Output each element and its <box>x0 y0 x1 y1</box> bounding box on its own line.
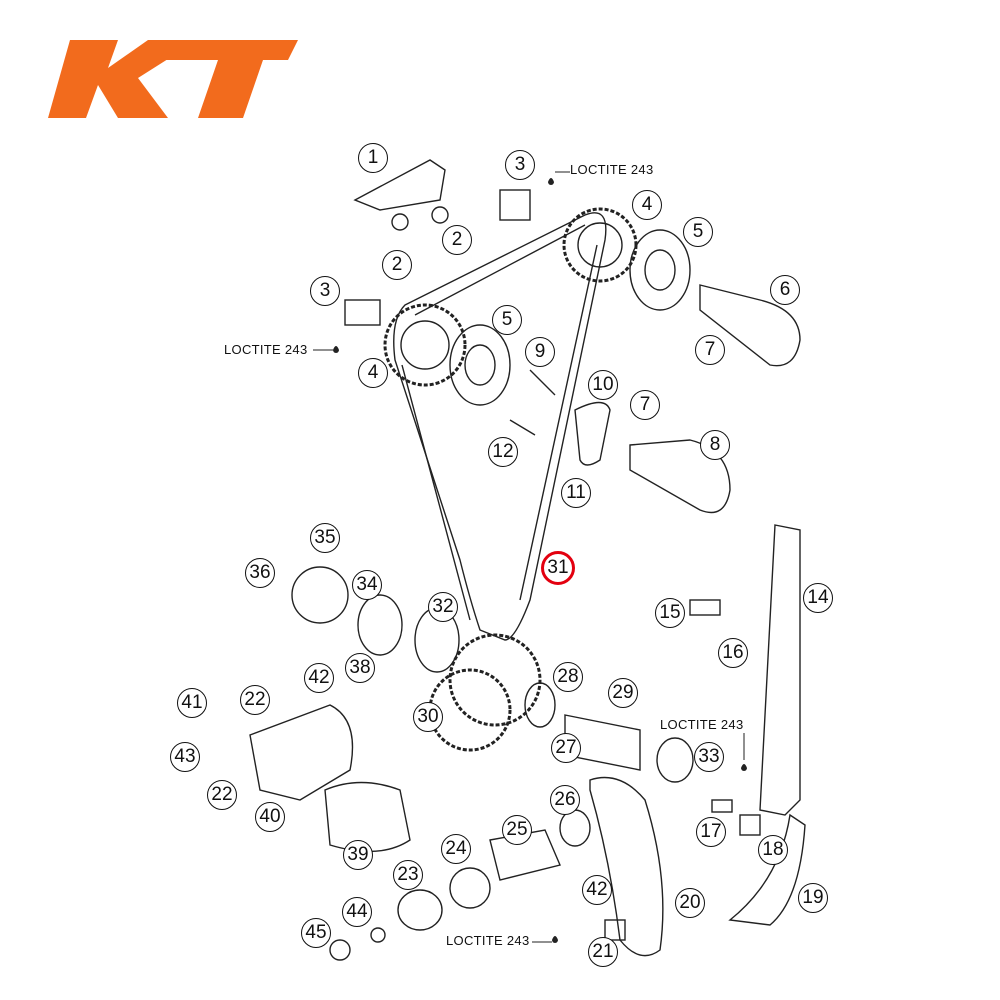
bolt <box>344 299 381 326</box>
chain-guide <box>759 524 801 816</box>
callout-30: 30 <box>413 702 443 732</box>
camshaft-gear-exhaust <box>562 207 638 283</box>
callout-11: 11 <box>561 478 591 508</box>
bracket <box>353 159 446 211</box>
bolt <box>499 189 531 221</box>
bearing <box>449 324 511 406</box>
callout-22: 22 <box>240 685 270 715</box>
callout-7: 7 <box>630 390 660 420</box>
callout-38: 38 <box>345 653 375 683</box>
callout-28: 28 <box>553 662 583 692</box>
callout-2: 2 <box>382 250 412 280</box>
bearing <box>629 229 691 311</box>
callout-3: 3 <box>505 150 535 180</box>
callout-44: 44 <box>342 897 372 927</box>
callout-29: 29 <box>608 678 638 708</box>
callout-14: 14 <box>803 583 833 613</box>
callout-25: 25 <box>502 815 532 845</box>
callout-42: 42 <box>304 663 334 693</box>
callout-43: 43 <box>170 742 200 772</box>
callout-22: 22 <box>207 780 237 810</box>
callout-12: 12 <box>488 437 518 467</box>
crankshaft-gear <box>448 633 542 727</box>
callout-1: 1 <box>358 143 388 173</box>
callout-34: 34 <box>352 570 382 600</box>
callout-26: 26 <box>550 785 580 815</box>
callout-40: 40 <box>255 802 285 832</box>
loctite-label: LOCTITE 243 <box>660 717 744 732</box>
callout-39: 39 <box>343 840 373 870</box>
callout-41: 41 <box>177 688 207 718</box>
callout-18: 18 <box>758 835 788 865</box>
callout-4: 4 <box>632 190 662 220</box>
callout-9: 9 <box>525 337 555 367</box>
loctite-drops <box>333 178 747 943</box>
callout-35: 35 <box>310 523 340 553</box>
loctite-label: LOCTITE 243 <box>446 933 530 948</box>
callout-21: 21 <box>588 937 618 967</box>
water-pump-cover <box>249 704 354 801</box>
callout-5: 5 <box>683 217 713 247</box>
callout-20: 20 <box>675 888 705 918</box>
callout-3: 3 <box>310 276 340 306</box>
callout-27: 27 <box>551 733 581 763</box>
callout-23: 23 <box>393 860 423 890</box>
callout-36: 36 <box>245 558 275 588</box>
gasket <box>324 781 411 853</box>
chain-tensioner-rail <box>589 776 664 957</box>
callout-24: 24 <box>441 834 471 864</box>
callout-4: 4 <box>358 358 388 388</box>
callout-8: 8 <box>700 430 730 460</box>
guide-rail <box>728 813 806 926</box>
callout-45: 45 <box>301 918 331 948</box>
callout-42: 42 <box>582 875 612 905</box>
callout-19: 19 <box>798 883 828 913</box>
callout-32: 32 <box>428 592 458 622</box>
callout-6: 6 <box>770 275 800 305</box>
callout-7: 7 <box>695 335 725 365</box>
loctite-label: LOCTITE 243 <box>570 162 654 177</box>
callout-15: 15 <box>655 598 685 628</box>
ktm-logo <box>48 40 298 118</box>
camshaft-gear-intake <box>383 303 467 387</box>
callout-33: 33 <box>694 742 724 772</box>
timing-chain <box>393 212 607 641</box>
callout-17: 17 <box>696 817 726 847</box>
callout-16: 16 <box>718 638 748 668</box>
loctite-label: LOCTITE 243 <box>224 342 308 357</box>
camshaft-exhaust <box>699 284 801 367</box>
callout-5: 5 <box>492 305 522 335</box>
callout-31: 31 <box>541 551 575 585</box>
callout-10: 10 <box>588 370 618 400</box>
callout-2: 2 <box>442 225 472 255</box>
